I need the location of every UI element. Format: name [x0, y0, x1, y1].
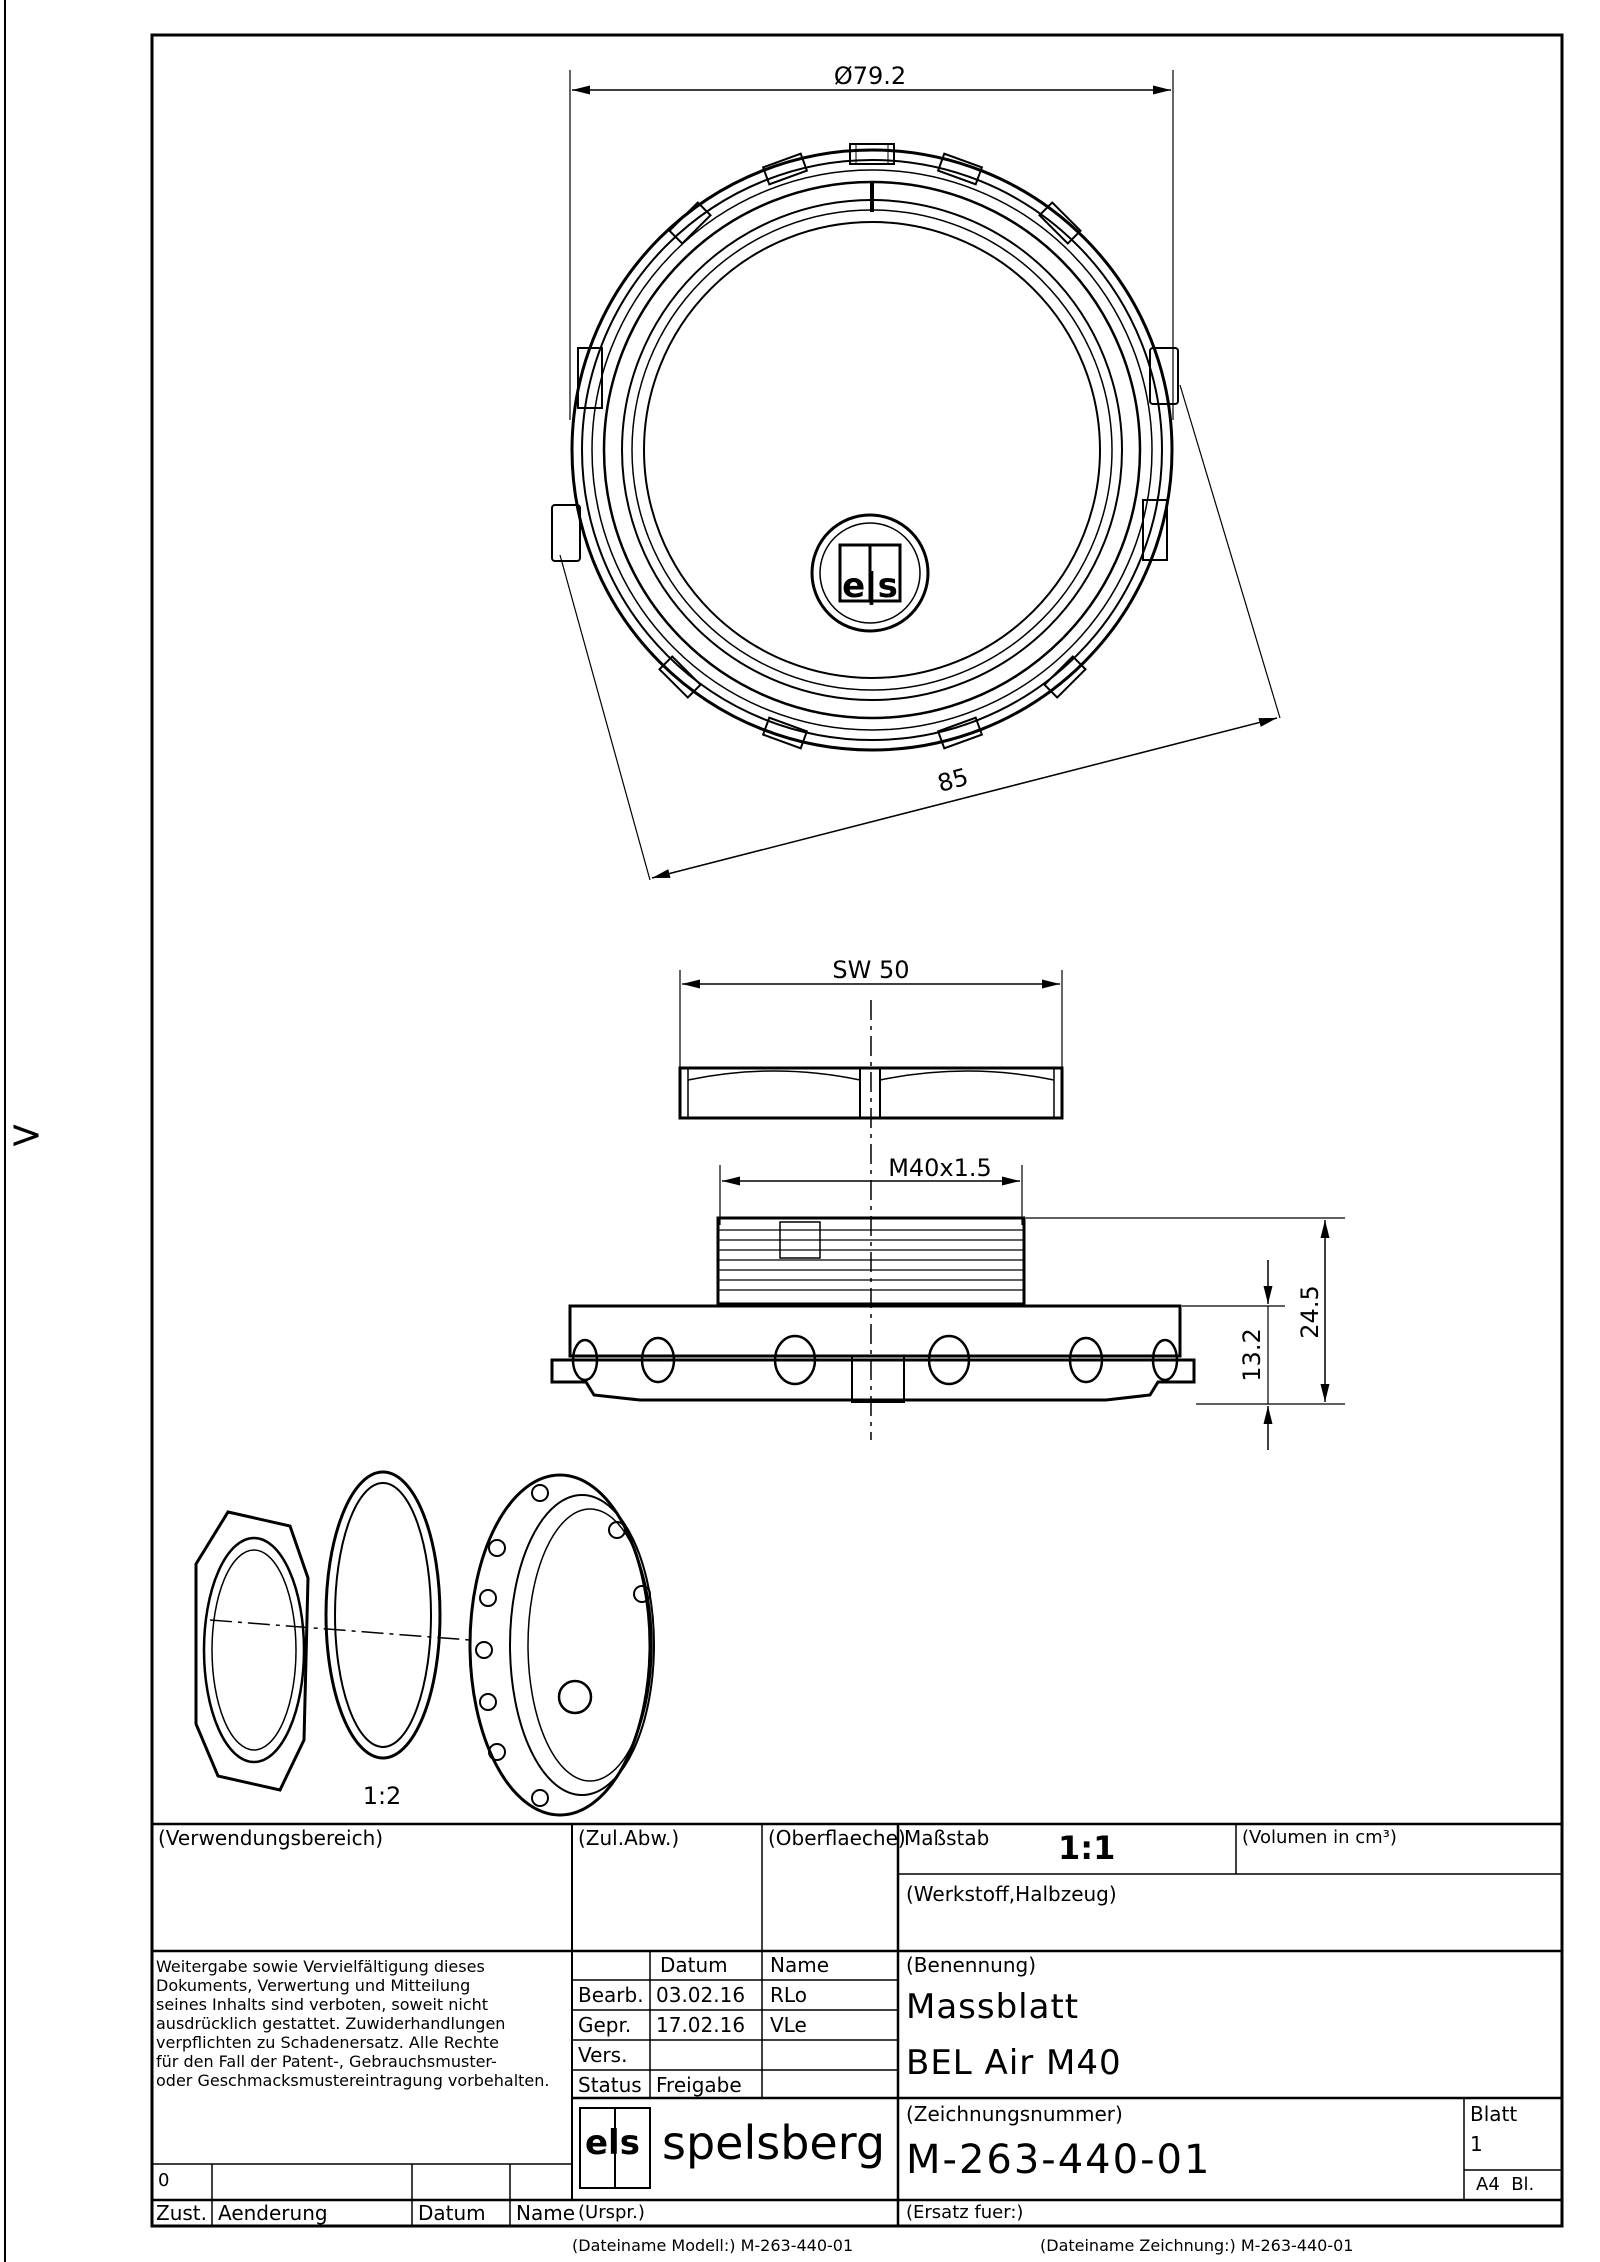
- origin-label: (Urspr.): [578, 2202, 645, 2223]
- thread-size-label: M40x1.5: [888, 1154, 992, 1182]
- drawing-number-label: (Zeichnungsnummer): [906, 2102, 1123, 2126]
- change-header-state: Zust.: [156, 2201, 207, 2225]
- replacement-label: (Ersatz fuer:): [906, 2202, 1024, 2223]
- exploded-scale-label: 1:2: [363, 1782, 402, 1810]
- row-date-bearb: 03.02.16: [656, 1983, 746, 2007]
- status-value: Freigabe: [656, 2073, 742, 2097]
- wrench-size-label: SW 50: [832, 956, 909, 984]
- volume-label: (Volumen in cm³): [1242, 1827, 1397, 1848]
- change-header-name: Name: [516, 2201, 576, 2225]
- top-view: [551, 70, 1281, 881]
- diameter-dimension-label: Ø79.2: [834, 62, 906, 90]
- model-file-name: (Dateiname Modell:) M-263-440-01: [572, 2236, 854, 2255]
- row-name-bearb: RLo: [770, 1983, 807, 2007]
- height-24-5-label: 24.5: [1296, 1285, 1324, 1338]
- company-logo-mark: els: [585, 2123, 640, 2163]
- row-label-vers: Vers.: [578, 2043, 628, 2067]
- title-block-grid: [152, 1822, 1562, 2226]
- material-label: (Werkstoff,Halbzeug): [906, 1882, 1117, 1906]
- drawing-frame: [150, 33, 1564, 2228]
- row-label-gepr: Gepr.: [578, 2013, 632, 2037]
- flange-13-2-label: 13.2: [1238, 1328, 1266, 1381]
- left-margin-mark: >: [9, 1112, 43, 1158]
- scale-value: 1:1: [1058, 1829, 1116, 1867]
- row-name-gepr: VLe: [770, 2013, 807, 2037]
- name-header: Name: [770, 1953, 830, 1977]
- logo-mark-top-view: e|s: [842, 566, 898, 606]
- change-header-date: Datum: [418, 2201, 486, 2225]
- surface-label: (Oberflaeche): [768, 1826, 906, 1850]
- sheet-label: Blatt: [1470, 2102, 1518, 2126]
- nut-view: [678, 970, 1064, 1440]
- sheet-number: 1: [1470, 2132, 1483, 2156]
- sheet-format: A4 Bl.: [1476, 2174, 1535, 2195]
- change-header-change: Aenderung: [218, 2201, 328, 2225]
- status-label: Status: [578, 2073, 642, 2097]
- scale-label: Maßstab: [904, 1826, 990, 1850]
- title-line-2: BEL Air M40: [906, 2043, 1122, 2083]
- usage-area-label: (Verwendungsbereich): [158, 1826, 384, 1850]
- date-header: Datum: [660, 1953, 728, 1977]
- drawing-number: M-263-440-01: [906, 2137, 1212, 2183]
- title-line-1: Massblatt: [906, 1987, 1080, 2027]
- width-85-dimension-label: 85: [935, 763, 972, 798]
- row-date-gepr: 17.02.16: [656, 2013, 746, 2037]
- designation-label: (Benennung): [906, 1953, 1037, 1977]
- side-view: [550, 1165, 1345, 1450]
- company-logo-text: spelsberg: [662, 2116, 886, 2170]
- copyright-note: Weitergabe sowie Vervielfältigung dieses…: [156, 1957, 550, 2090]
- row-label-bearb: Bearb.: [578, 1983, 644, 2007]
- drawing-file-name: (Dateiname Zeichnung:) M-263-440-01: [1040, 2236, 1354, 2255]
- exploded-view: [194, 1470, 655, 1817]
- revision-index: 0: [158, 2170, 170, 2191]
- tolerance-label: (Zul.Abw.): [578, 1826, 680, 1850]
